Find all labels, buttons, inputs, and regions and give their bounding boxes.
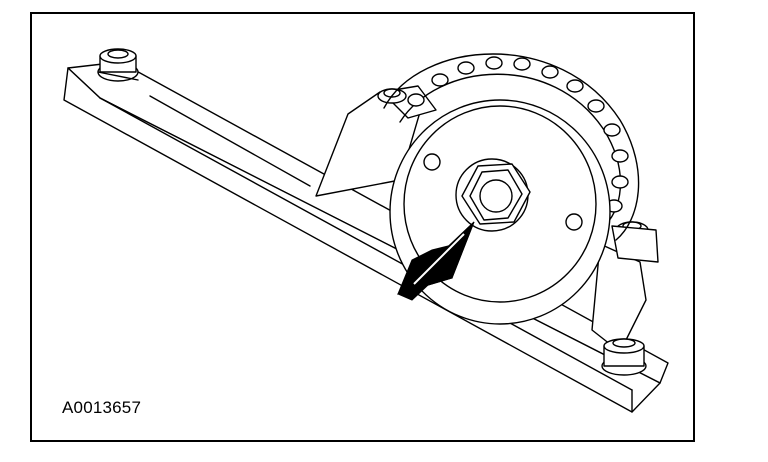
pointer-arrow-icon <box>397 221 475 301</box>
timing-chain-icon <box>383 53 640 241</box>
mounting-bolt-icon <box>601 338 647 376</box>
figure-id-label: A0013657 <box>62 398 142 417</box>
mounting-bolt-icon <box>97 48 139 82</box>
hex-bolt-icon <box>461 163 531 225</box>
